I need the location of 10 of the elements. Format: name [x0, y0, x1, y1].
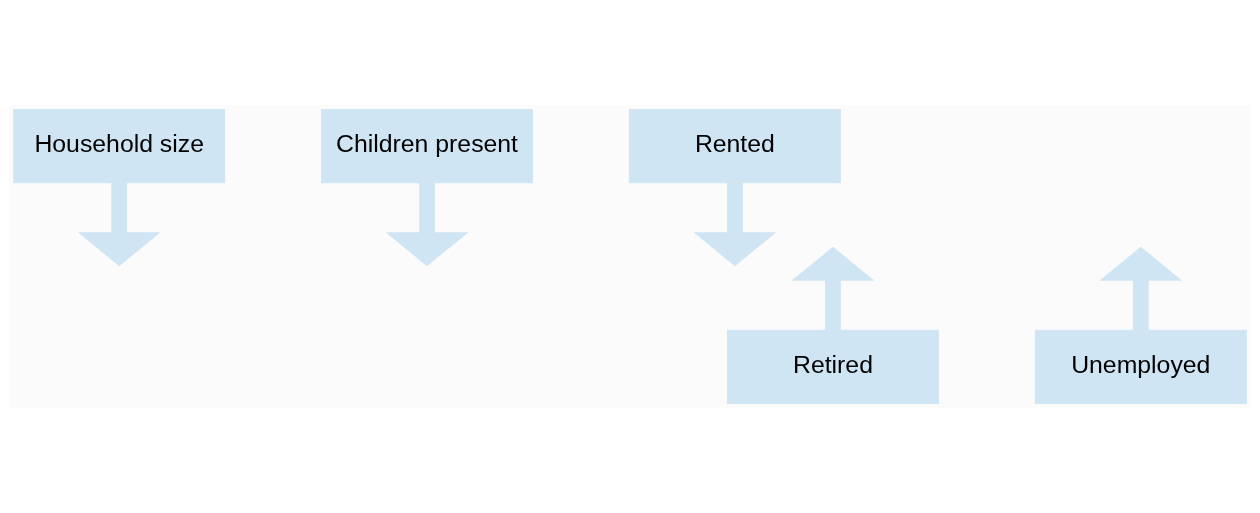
arrow	[77, 182, 161, 267]
node-box: Household size	[13, 108, 226, 184]
arrow	[385, 182, 469, 267]
arrow	[791, 246, 875, 331]
node-box: Retired	[726, 329, 939, 405]
arrow	[1099, 246, 1183, 331]
node-box: Unemployed	[1034, 329, 1247, 405]
arrow	[693, 182, 777, 267]
node-box: Rented	[628, 108, 841, 184]
node-box: Children present	[321, 108, 534, 184]
